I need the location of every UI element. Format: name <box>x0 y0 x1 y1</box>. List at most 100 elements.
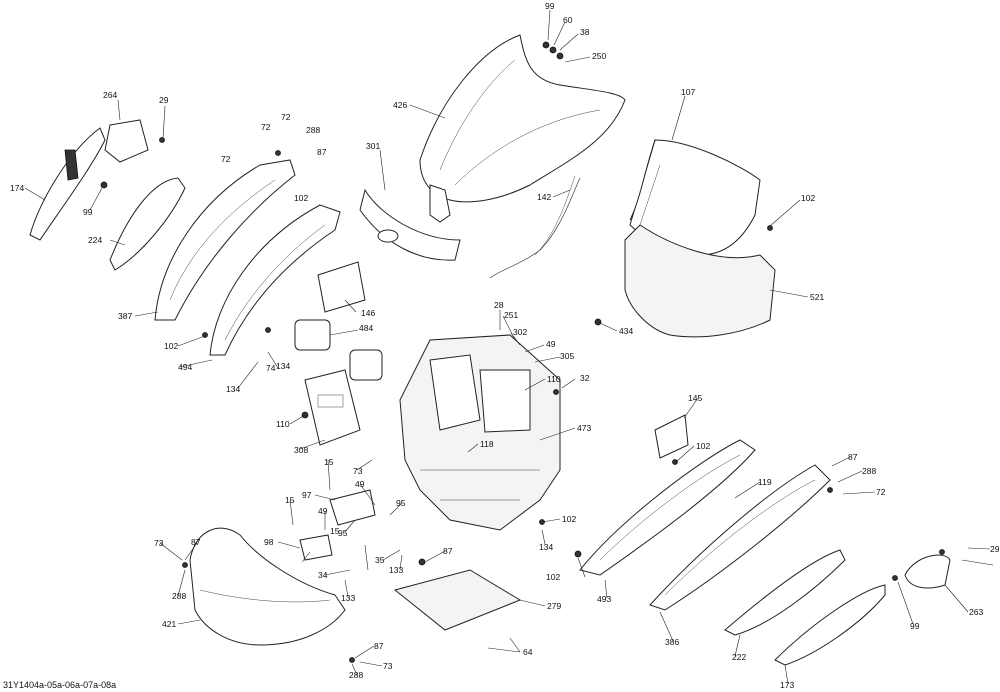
callout: 434 <box>619 326 633 336</box>
callout: 15 <box>324 457 334 467</box>
callout: 98 <box>264 537 274 547</box>
visor-part <box>359 188 461 261</box>
callout: 134 <box>276 361 290 371</box>
callout: 146 <box>361 308 375 318</box>
vent-263 <box>904 554 951 589</box>
callout: 288 <box>306 125 320 135</box>
light-module-left <box>294 319 331 351</box>
callout: 28 <box>494 300 504 310</box>
callout: 49 <box>355 479 365 489</box>
callout: 102 <box>801 193 815 203</box>
callout: 99 <box>83 207 93 217</box>
bracket-308 <box>304 369 361 446</box>
cable-part <box>489 177 581 279</box>
callout: 102 <box>294 193 308 203</box>
callout: 87 <box>374 641 384 651</box>
callout: 99 <box>545 1 555 11</box>
callout: 288 <box>862 466 876 476</box>
skid-plate-part <box>393 569 522 631</box>
callout: 60 <box>563 15 573 25</box>
callout: 264 <box>103 90 117 100</box>
callout: 145 <box>688 393 702 403</box>
callout: 72 <box>876 487 886 497</box>
callout: 134 <box>226 384 240 394</box>
callout: 494 <box>178 362 192 372</box>
bumper-part <box>189 527 346 646</box>
callout: 64 <box>523 647 533 657</box>
callout: 133 <box>389 565 403 575</box>
callout: 49 <box>318 506 328 516</box>
callout: 102 <box>696 441 710 451</box>
callout: 15 <box>285 495 295 505</box>
callout: 29 <box>990 544 1000 554</box>
left-shroud-parts <box>29 119 341 356</box>
callout: 95 <box>338 528 348 538</box>
leader-lines <box>24 9 994 685</box>
callout: 134 <box>539 542 553 552</box>
callout: 15 <box>330 526 340 536</box>
callout: 222 <box>732 652 746 662</box>
callout: 110 <box>276 419 290 429</box>
callout: 387 <box>118 311 132 321</box>
callout: 110 <box>547 374 561 384</box>
callout: 174 <box>10 183 24 193</box>
callout: 102 <box>164 341 178 351</box>
callout: 72 <box>281 112 291 122</box>
callout: 263 <box>969 607 983 617</box>
callout: 288 <box>172 591 186 601</box>
main-frame-part <box>399 334 561 531</box>
callout: 305 <box>560 351 574 361</box>
windshield-part <box>419 34 626 223</box>
callout: 87 <box>317 147 327 157</box>
panel-146 <box>317 261 366 313</box>
callout: 279 <box>547 601 561 611</box>
callout: 95 <box>396 498 406 508</box>
callout: 73 <box>353 466 363 476</box>
right-shroud-parts <box>579 439 886 666</box>
callout: 288 <box>349 670 363 680</box>
callout: 224 <box>88 235 102 245</box>
callout: 133 <box>341 593 355 603</box>
callout: 251 <box>504 310 518 320</box>
reference-code: 31Y1404a-05a-06a-07a-08a <box>3 680 116 690</box>
callout: 493 <box>597 594 611 604</box>
bracket-97 <box>329 489 376 526</box>
callout: 32 <box>580 373 590 383</box>
callout: 521 <box>810 292 824 302</box>
callout: 421 <box>162 619 176 629</box>
callout: 119 <box>758 477 772 487</box>
callout: 74 <box>266 363 276 373</box>
callout: 35 <box>375 555 385 565</box>
callout: 308 <box>294 445 308 455</box>
callout: 73 <box>383 661 393 671</box>
callout: 97 <box>302 490 312 500</box>
callout: 72 <box>221 154 231 164</box>
callout: 386 <box>665 637 679 647</box>
callout: 142 <box>537 192 551 202</box>
callout: 173 <box>780 680 794 690</box>
callout: 473 <box>577 423 591 433</box>
callout: 87 <box>848 452 858 462</box>
callout: 301 <box>366 141 380 151</box>
callout: 102 <box>562 514 576 524</box>
callout: 38 <box>580 27 590 37</box>
callout: 34 <box>318 570 328 580</box>
callout: 250 <box>592 51 606 61</box>
callout: 118 <box>480 439 494 449</box>
callout: 99 <box>910 621 920 631</box>
callout: 29 <box>159 95 169 105</box>
light-module-right <box>349 349 383 381</box>
callout: 87 <box>443 546 453 556</box>
callout: 107 <box>681 87 695 97</box>
glovebox-part <box>624 139 776 338</box>
callout-labels: 99 60 38 250 426 107 264 29 72 72 288 87… <box>10 1 1000 690</box>
panel-145 <box>654 414 689 459</box>
callout: 49 <box>546 339 556 349</box>
callout: 73 <box>154 538 164 548</box>
bracket-98 <box>299 534 333 561</box>
callout: 302 <box>513 327 527 337</box>
callout: 102 <box>546 572 560 582</box>
callout: 484 <box>359 323 373 333</box>
